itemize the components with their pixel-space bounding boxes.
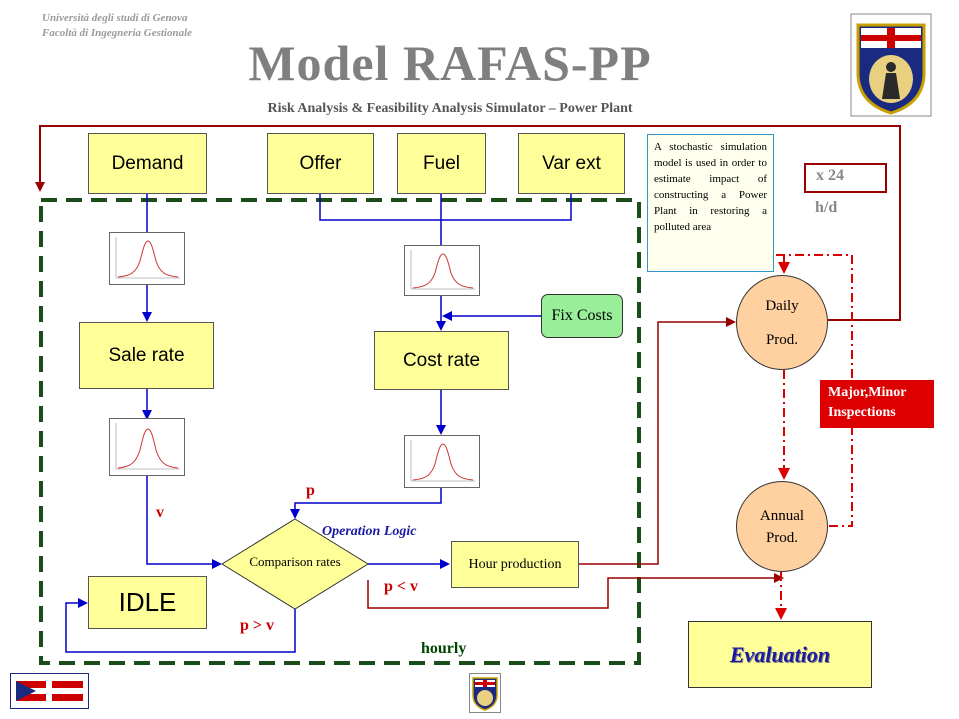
costrate-distribution-chart [404, 435, 480, 488]
cost-rate-box: Cost rate [374, 331, 509, 390]
sale-rate-box: Sale rate [79, 322, 214, 389]
model-description-note: A stochastic simulation model is used in… [647, 134, 774, 272]
hour-production-box: Hour production [451, 541, 579, 588]
daily-line2: Prod. [765, 331, 799, 348]
v-label: v [156, 504, 164, 521]
daily-production-circle: Daily Prod. [736, 275, 828, 370]
hour-to-daily-arrow [579, 317, 736, 565]
salerate-distribution-chart [109, 418, 185, 476]
multiplier-box: x 24 [804, 163, 887, 193]
offer-varext-merge [319, 193, 572, 221]
offer-box: Offer [267, 133, 374, 194]
operation-logic-label: Operation Logic [322, 524, 417, 539]
var-ext-box: Var ext [518, 133, 625, 194]
p-label: p [306, 482, 315, 499]
annual-line2: Prod. [765, 529, 799, 546]
p-greater-v-label: p > v [240, 617, 275, 634]
university-crest-small-logo [469, 673, 501, 713]
p-to-comparison-arrow [290, 488, 442, 519]
v-to-comparison-arrow [146, 476, 222, 569]
daily-line1: Daily [765, 297, 799, 314]
university-name: Università degli studi di Genova [42, 12, 188, 24]
inspections-line1: Major,Minor [828, 385, 907, 400]
p-less-v-label: p < v [384, 578, 419, 595]
fix-costs-box: Fix Costs [541, 294, 623, 338]
page-title: Model RAFAS-PP [248, 35, 652, 91]
feedback-loop-arrow [35, 125, 901, 321]
demand-box: Demand [88, 133, 207, 194]
pgtv-to-idle-arrow [65, 598, 296, 653]
faculty-flag-logo [10, 673, 89, 709]
hourly-label: hourly [421, 640, 467, 657]
faculty-name: Facoltà di Ingegneria Gestionale [42, 27, 193, 39]
fuel-distribution-chart [404, 245, 480, 296]
evaluation-box: Evaluation [688, 621, 872, 688]
comparison-diamond [221, 518, 369, 610]
hourly-region [39, 198, 641, 665]
inspections-line2: Inspections [828, 405, 896, 420]
university-crest-logo [850, 13, 932, 117]
page-subtitle: Risk Analysis & Feasibility Analysis Sim… [267, 101, 633, 116]
comparison-rates-label: Comparison rates [249, 554, 341, 569]
pltv-to-annual-arrow [367, 573, 784, 609]
annual-line1: Annual [759, 507, 805, 524]
multiplier-unit: h/d [815, 199, 838, 216]
idle-box: IDLE [88, 576, 207, 629]
demand-distribution-chart [109, 232, 185, 285]
annual-production-circle: Annual Prod. [736, 481, 828, 572]
inspections-label: Major,Minor Inspections [820, 380, 934, 428]
fuel-box: Fuel [397, 133, 486, 194]
